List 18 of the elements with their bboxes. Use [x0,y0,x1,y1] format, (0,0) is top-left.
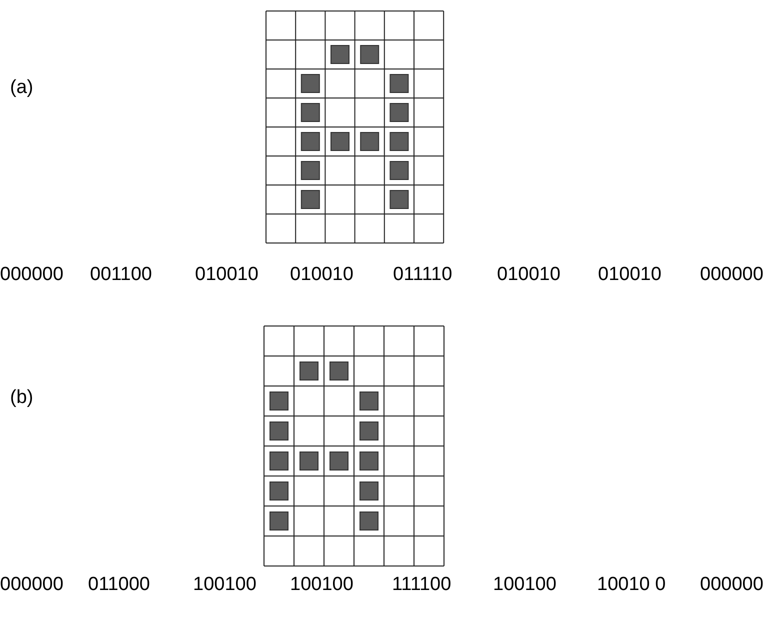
binary-code: 011000 [88,575,150,594]
panel-label: (b) [10,388,34,407]
binary-code: 000000 [0,575,64,594]
binary-code: 111100 [392,575,452,594]
binary-code: 010010 [290,265,354,284]
binary-code: 010010 [195,265,258,284]
binary-code: 000000 [700,575,764,594]
binary-code: 000000 [0,265,64,284]
panel-label: (a) [10,78,34,97]
binary-code: 100100 [493,575,556,594]
binary-code: 011110 [393,265,452,284]
binary-code: 010010 [598,265,662,284]
binary-code: 100100 [290,575,354,594]
binary-code: 010010 [497,265,560,284]
binary-code: 000000 [700,265,764,284]
binary-code: 10010 0 [597,575,666,594]
binary-code: 001100 [90,265,152,284]
binary-code: 100100 [193,575,256,594]
